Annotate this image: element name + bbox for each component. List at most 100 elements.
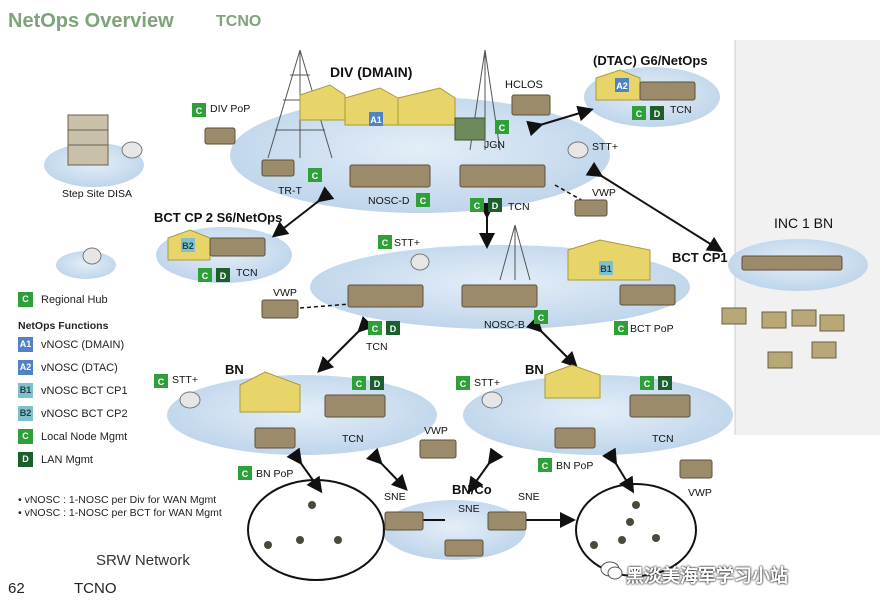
inc-panel <box>735 40 880 435</box>
label-tcn-bctcp2: TCN <box>236 267 258 279</box>
label-bn-pop-left: BN PoP <box>256 468 293 480</box>
badge-c-stt-bct: C <box>378 235 392 249</box>
label-vwp-div: VWP <box>592 187 616 199</box>
badge-b2-bctcp2: B2 <box>181 238 195 252</box>
label-stt-div: STT+ <box>592 141 618 153</box>
badge-d-bctcp2: D <box>216 268 230 282</box>
hclos-vehicle <box>511 94 551 116</box>
label-bn-left: BN <box>225 362 244 377</box>
badge-c-dtac: C <box>632 106 646 120</box>
badge-c-jgn: C <box>495 120 509 134</box>
svg-text:C: C <box>474 201 481 211</box>
svg-text:C: C <box>202 271 209 281</box>
badge-c-bn-pop-right: C <box>538 458 552 472</box>
dtac-truck <box>639 81 696 101</box>
stt-dish-div <box>567 141 589 159</box>
svg-text:C: C <box>542 461 549 471</box>
soldier-5 <box>632 501 640 509</box>
bn-right-tent <box>544 364 601 399</box>
link-vwp-bct <box>299 303 351 309</box>
label-trt: TR-T <box>278 185 302 197</box>
sne-vehicle-bottom <box>444 539 484 557</box>
label-hclos: HCLOS <box>505 79 543 91</box>
soldier-4 <box>334 536 342 544</box>
svg-text:A2: A2 <box>616 81 628 91</box>
nosc-d-truck <box>349 164 431 188</box>
bn-left-ellipse <box>167 375 437 455</box>
link-bn-srw-right <box>601 447 635 494</box>
label-stt-bct: STT+ <box>394 237 420 249</box>
link-div-dtac <box>526 105 594 137</box>
soldier-3 <box>296 536 304 544</box>
link-div-inc <box>585 161 724 253</box>
srw-right-ellipse <box>575 483 697 577</box>
sne-vehicle-right <box>487 511 527 531</box>
svg-text:C: C <box>356 379 363 389</box>
label-bnco: BN/Co <box>452 482 492 497</box>
legend-item-label: vNOSC (DTAC) <box>41 361 118 374</box>
label-sne-right: SNE <box>518 491 540 503</box>
badge-d-tcn-bn-right: D <box>658 376 672 390</box>
label-tcn-div: TCN <box>508 201 530 213</box>
page-number: 62 <box>8 580 25 597</box>
label-bct-cp1: BCT CP1 <box>672 250 728 265</box>
svg-text:D: D <box>374 379 381 389</box>
tcn-truck-bn-left <box>324 394 386 418</box>
footer-org: TCNO <box>74 580 117 597</box>
badge-d-dtac: D <box>650 106 664 120</box>
label-tcn-bn-right: TCN <box>652 433 674 445</box>
svg-text:C: C <box>618 324 625 334</box>
label-tcn-bct: TCN <box>366 341 388 353</box>
bct-pop-vehicle <box>619 284 676 306</box>
tower-bct <box>499 224 531 281</box>
badge-d-tcn-div: D <box>488 198 502 212</box>
svg-text:B2: B2 <box>182 241 194 251</box>
bctcp2-truck <box>209 237 266 257</box>
vwp-vehicle-right <box>679 459 713 479</box>
soldier-8 <box>618 536 626 544</box>
label-nosc-d: NOSC-D <box>368 195 410 207</box>
tcn-truck-bn-right <box>629 394 691 418</box>
soldier-7 <box>590 541 598 549</box>
svg-text:C: C <box>420 196 427 206</box>
legend-item: B1 vNOSC BCT CP1 <box>18 383 128 398</box>
label-vwp-bct: VWP <box>273 287 297 299</box>
link-bn-srw-left <box>286 447 323 494</box>
soldier-1 <box>308 501 316 509</box>
srw-network-label: SRW Network <box>96 552 190 569</box>
link-div-bctcp2 <box>271 186 335 238</box>
stt-dish-bn-right <box>481 391 503 409</box>
bctcp1-tent <box>567 239 651 281</box>
badge-c-nosc-d: C <box>416 193 430 207</box>
trt-vehicle <box>261 159 295 177</box>
label-vwp-right: VWP <box>688 487 712 499</box>
badge-c-stt-bn-left: C <box>154 374 168 388</box>
label-sne-left: SNE <box>384 491 406 503</box>
legend-item-box: C <box>18 429 33 444</box>
soldier-2 <box>264 541 272 549</box>
wechat-icon <box>600 561 623 580</box>
soldier-6 <box>626 518 634 526</box>
label-step-site: Step Site DISA <box>62 188 132 200</box>
label-tcn-bn-left: TCN <box>342 433 364 445</box>
legend-item-label: vNOSC BCT CP1 <box>41 384 128 397</box>
legend-item-label: Local Node Mgmt <box>41 430 128 443</box>
svg-text:D: D <box>390 324 397 334</box>
svg-text:C: C <box>382 238 389 248</box>
label-vwp-bn-left: VWP <box>424 425 448 437</box>
div-tent-1 <box>299 84 346 121</box>
label-stt-bn-right: STT+ <box>474 377 500 389</box>
legend-item-box: B1 <box>18 383 33 398</box>
label-dtac: (DTAC) G6/NetOps <box>593 53 708 68</box>
label-stt-bn-left: STT+ <box>172 374 198 386</box>
div-tent-3 <box>397 87 456 126</box>
legend-note-1: • vNOSC : 1-NOSC per Div for WAN Mgmt <box>18 494 217 506</box>
bct-truck-1 <box>347 284 424 308</box>
nosc-b-truck <box>461 284 538 308</box>
badge-c-bct-pop: C <box>614 321 628 335</box>
inc-hut-1 <box>721 307 747 325</box>
legend-item-box: D <box>18 452 33 467</box>
inc-vehicles <box>741 255 843 271</box>
